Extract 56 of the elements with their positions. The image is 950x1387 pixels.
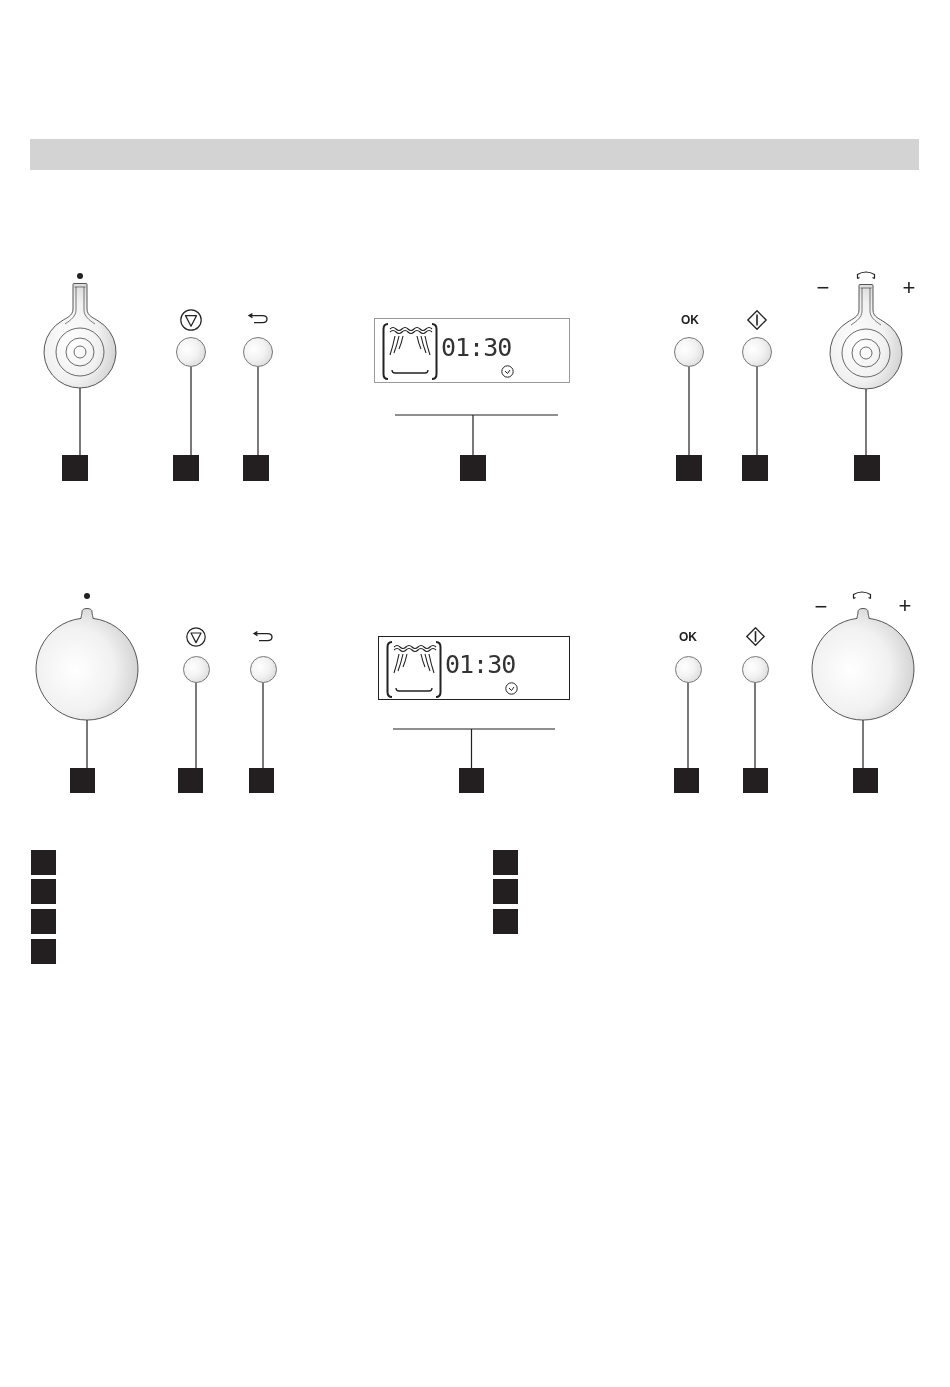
push-button — [243, 337, 273, 367]
push-button — [249, 655, 277, 683]
leader-line — [86, 719, 88, 769]
leader-line — [262, 681, 264, 769]
display-panel — [374, 318, 570, 383]
plus-sign: + — [898, 595, 912, 617]
callout-marker — [493, 879, 518, 904]
callout-marker — [249, 768, 274, 793]
callout-marker — [31, 879, 56, 904]
callout-marker — [674, 768, 699, 793]
leader-line — [687, 681, 689, 769]
control-knob — [830, 284, 902, 389]
leader-line — [195, 681, 197, 769]
callout-marker — [853, 768, 878, 793]
leader-line — [394, 414, 559, 456]
leader-line — [257, 366, 259, 456]
button-label: OK — [679, 631, 697, 643]
callout-marker — [854, 455, 880, 481]
callout-marker — [493, 850, 518, 875]
leader-line — [862, 719, 864, 769]
plus-sign: + — [902, 277, 916, 299]
leader-line — [190, 366, 192, 456]
callout-marker — [460, 455, 486, 481]
callout-marker — [70, 768, 95, 793]
push-button — [674, 655, 702, 683]
push-button — [742, 337, 772, 367]
callout-marker — [62, 455, 88, 481]
display-panel — [378, 636, 570, 700]
callout-marker — [31, 850, 56, 875]
callout-marker — [493, 909, 518, 934]
leader-line — [756, 366, 758, 456]
minus-sign: − — [814, 596, 828, 618]
leader-line — [688, 366, 690, 456]
button-label: OK — [681, 314, 699, 326]
push-button — [176, 337, 206, 367]
callout-marker — [31, 909, 56, 934]
push-button — [674, 337, 704, 367]
callout-marker — [173, 455, 199, 481]
control-knob — [36, 608, 138, 720]
callout-marker — [742, 455, 768, 481]
display-digits: 01:30 — [445, 652, 516, 677]
leader-line — [865, 388, 867, 456]
callout-marker — [676, 455, 702, 481]
control-knob — [44, 283, 116, 388]
callout-marker — [743, 768, 768, 793]
leader-line — [392, 728, 556, 769]
leader-line — [79, 387, 81, 456]
callout-marker — [31, 939, 56, 964]
callout-marker — [178, 768, 203, 793]
display-digits: 01:30 — [441, 334, 512, 360]
push-button — [741, 655, 769, 683]
leader-line — [754, 681, 756, 769]
callout-marker — [243, 455, 269, 481]
callout-marker — [459, 768, 484, 793]
push-button — [182, 655, 210, 683]
minus-sign: − — [816, 277, 830, 299]
